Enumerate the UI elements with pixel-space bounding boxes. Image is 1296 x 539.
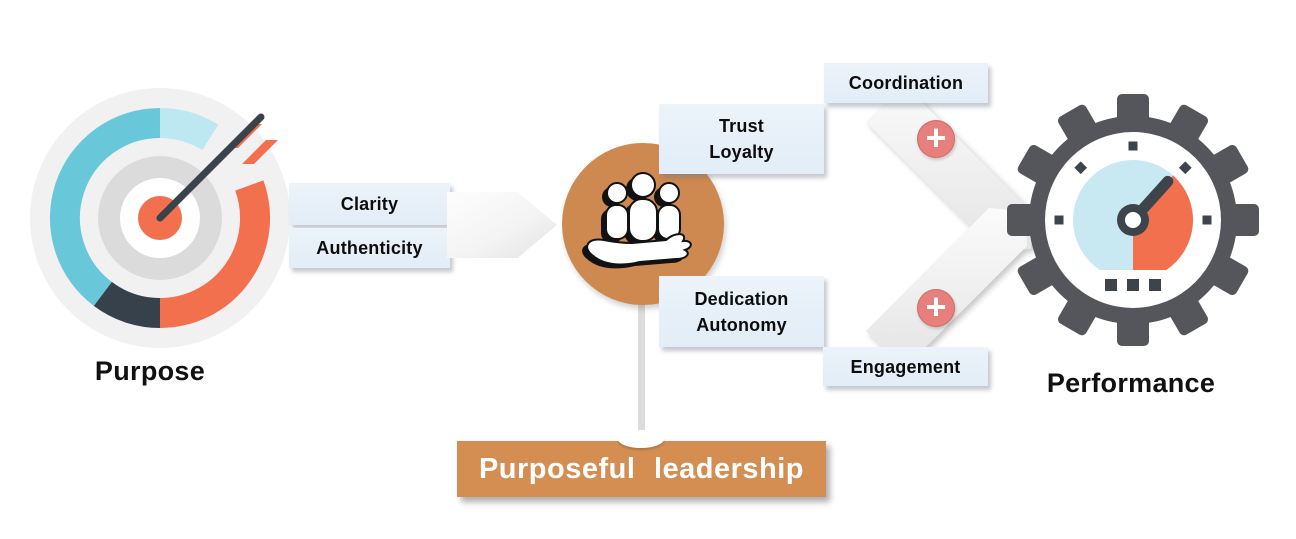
plus-bottom-glyph: + xyxy=(925,286,947,327)
connector-cap-ellipse xyxy=(618,430,664,448)
clarity-label: Clarity xyxy=(340,194,399,214)
gear-gauge-icon xyxy=(1007,94,1259,346)
plus-top-glyph: + xyxy=(925,117,947,158)
leadership-connector-line xyxy=(638,296,645,436)
engagement-box: Engagement xyxy=(823,347,988,386)
dedication-label: Dedication xyxy=(694,288,789,309)
dedication-autonomy-box: Dedication Autonomy xyxy=(659,276,824,347)
engagement-label: Engagement xyxy=(850,356,961,377)
band-bottom xyxy=(866,208,1027,369)
plus-icon: + xyxy=(917,289,955,327)
clarity-box: Clarity xyxy=(289,183,450,225)
performance-label: Performance xyxy=(1046,368,1216,398)
people-in-hand-icon xyxy=(582,172,692,269)
loyalty-label: Loyalty xyxy=(709,142,774,162)
autonomy-label: Autonomy xyxy=(696,314,787,335)
coordination-label: Coordination xyxy=(848,73,964,93)
gauge-ticks xyxy=(1054,141,1212,291)
target-arrow-icon xyxy=(30,88,290,348)
leadership-banner-label: Purposeful leadership xyxy=(478,452,805,485)
authenticity-label: Authenticity xyxy=(316,238,423,258)
trust-label: Trust xyxy=(718,116,764,136)
coordination-box: Coordination xyxy=(824,63,988,103)
leadership-banner: Purposeful leadership xyxy=(457,441,826,497)
icon-figures xyxy=(586,172,692,266)
plus-icon: + xyxy=(917,120,955,158)
authenticity-box: Authenticity xyxy=(289,228,450,268)
trust-loyalty-box: Trust Loyalty xyxy=(659,104,824,174)
purpose-label: Purpose xyxy=(94,356,206,386)
